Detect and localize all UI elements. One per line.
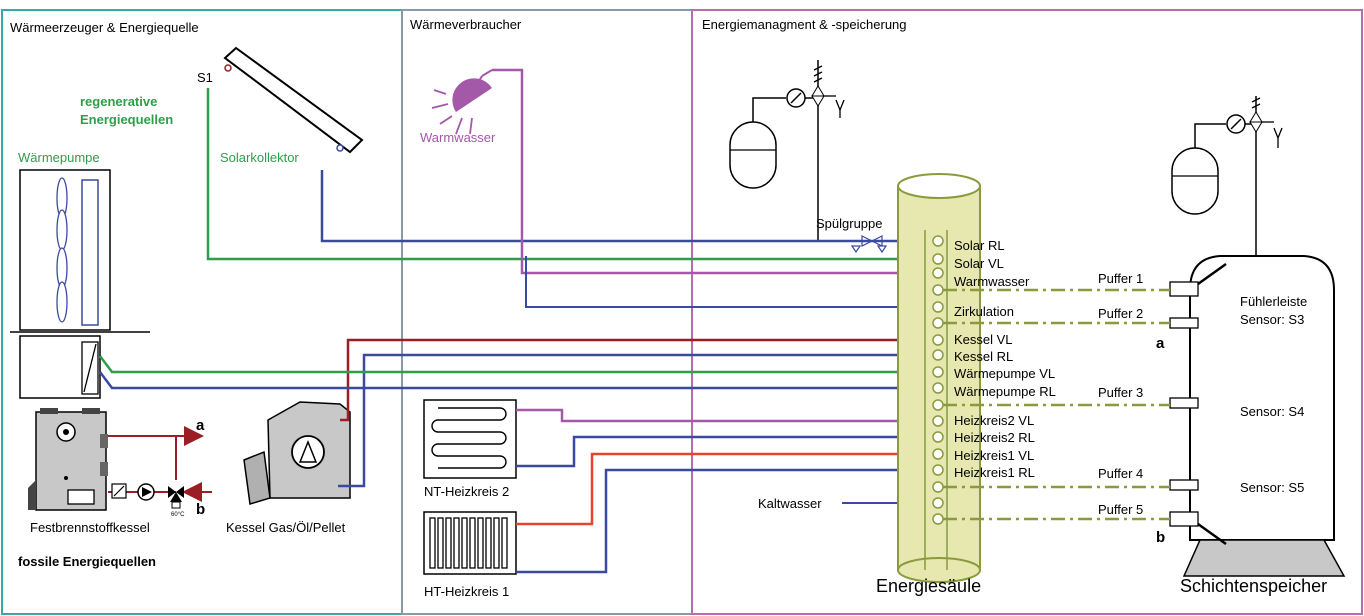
pipes xyxy=(99,68,936,574)
port-label-wp-rl: Wärmepumpe RL xyxy=(954,384,1056,399)
port-label-wp-vl: Wärmepumpe VL xyxy=(954,366,1055,381)
energiesaeule-label: Energiesäule xyxy=(876,576,981,596)
energy-column xyxy=(897,173,981,583)
flush-valve-group xyxy=(850,235,888,254)
boiler-line-a-label: a xyxy=(196,417,205,434)
boiler-line-b-label: b xyxy=(196,501,205,518)
puffer-2-label: Puffer 2 xyxy=(1098,306,1143,321)
shower-icon xyxy=(431,69,493,135)
port-label-hk1-vl: Heizkreis1 VL xyxy=(954,448,1034,463)
solar-collector xyxy=(223,46,364,154)
nt-heating-circuit xyxy=(423,399,517,479)
fuehlerleiste-label: Fühlerleiste xyxy=(1240,294,1307,309)
section-title-waermeverbraucher: Wärmeverbraucher xyxy=(410,17,522,32)
warmwasser-consumer-label: Warmwasser xyxy=(420,130,496,145)
heat-pump-unit xyxy=(10,169,150,399)
tank-line-a-label: a xyxy=(1156,335,1165,352)
kaltwasser-label: Kaltwasser xyxy=(758,496,822,511)
puffer-4-label: Puffer 4 xyxy=(1098,466,1143,481)
puffer-3-label: Puffer 3 xyxy=(1098,385,1143,400)
expansion-vessel-left xyxy=(729,60,845,240)
waermepumpe-label: Wärmepumpe xyxy=(18,150,100,165)
port-label-hk2-rl: Heizkreis2 RL xyxy=(954,430,1035,445)
ht-heizkreis-label: HT-Heizkreis 1 xyxy=(424,584,509,599)
port-label-warmwasser: Warmwasser xyxy=(954,274,1030,289)
kessel-gas-label: Kessel Gas/Öl/Pellet xyxy=(226,520,346,535)
sensor-s1-label: S1 xyxy=(197,70,213,85)
section-title-waermeerzeuger: Wärmeerzeuger & Energiequelle xyxy=(10,20,199,35)
solarkollektor-label: Solarkollektor xyxy=(220,150,299,165)
stratified-storage-tank xyxy=(1169,255,1346,577)
sensor-s3-label: Sensor: S3 xyxy=(1240,312,1304,327)
tank-line-b-label: b xyxy=(1156,529,1165,546)
gas-boiler xyxy=(243,401,351,505)
puffer-1-label: Puffer 1 xyxy=(1098,271,1143,286)
valve-temp-label: 60°C xyxy=(171,512,185,518)
section-frame-energiemanagement xyxy=(691,9,1363,615)
sensor-s4-label: Sensor: S4 xyxy=(1240,404,1304,419)
regenerative-label-2: Energiequellen xyxy=(80,112,173,127)
port-label-kessel-vl: Kessel VL xyxy=(954,332,1013,347)
puffer-5-label: Puffer 5 xyxy=(1098,502,1143,517)
column-ports xyxy=(932,235,944,525)
expansion-vessel-right xyxy=(1171,96,1283,270)
buffer-lines xyxy=(943,288,1170,521)
port-label-solar-rl: Solar RL xyxy=(954,238,1005,253)
port-label-zirkulation: Zirkulation xyxy=(954,304,1014,319)
schichtenspeicher-label: Schichtenspeicher xyxy=(1180,576,1327,596)
port-label-hk1-rl: Heizkreis1 RL xyxy=(954,465,1035,480)
sensor-s5-label: Sensor: S5 xyxy=(1240,480,1304,495)
port-label-solar-vl: Solar VL xyxy=(954,256,1004,271)
regenerative-label-1: regenerative xyxy=(80,94,157,109)
fossile-label: fossile Energiequellen xyxy=(18,554,156,569)
port-label-kessel-rl: Kessel RL xyxy=(954,349,1013,364)
spuelgruppe-label: Spülgruppe xyxy=(816,216,883,231)
nt-heizkreis-label: NT-Heizkreis 2 xyxy=(424,484,509,499)
ht-heating-circuit xyxy=(423,511,517,575)
section-title-energiemanagement: Energiemanagment & -speicherung xyxy=(702,17,907,32)
port-label-hk2-vl: Heizkreis2 VL xyxy=(954,413,1034,428)
festbrennstoffkessel-label: Festbrennstoffkessel xyxy=(30,520,150,535)
solid-fuel-boiler xyxy=(28,408,212,511)
